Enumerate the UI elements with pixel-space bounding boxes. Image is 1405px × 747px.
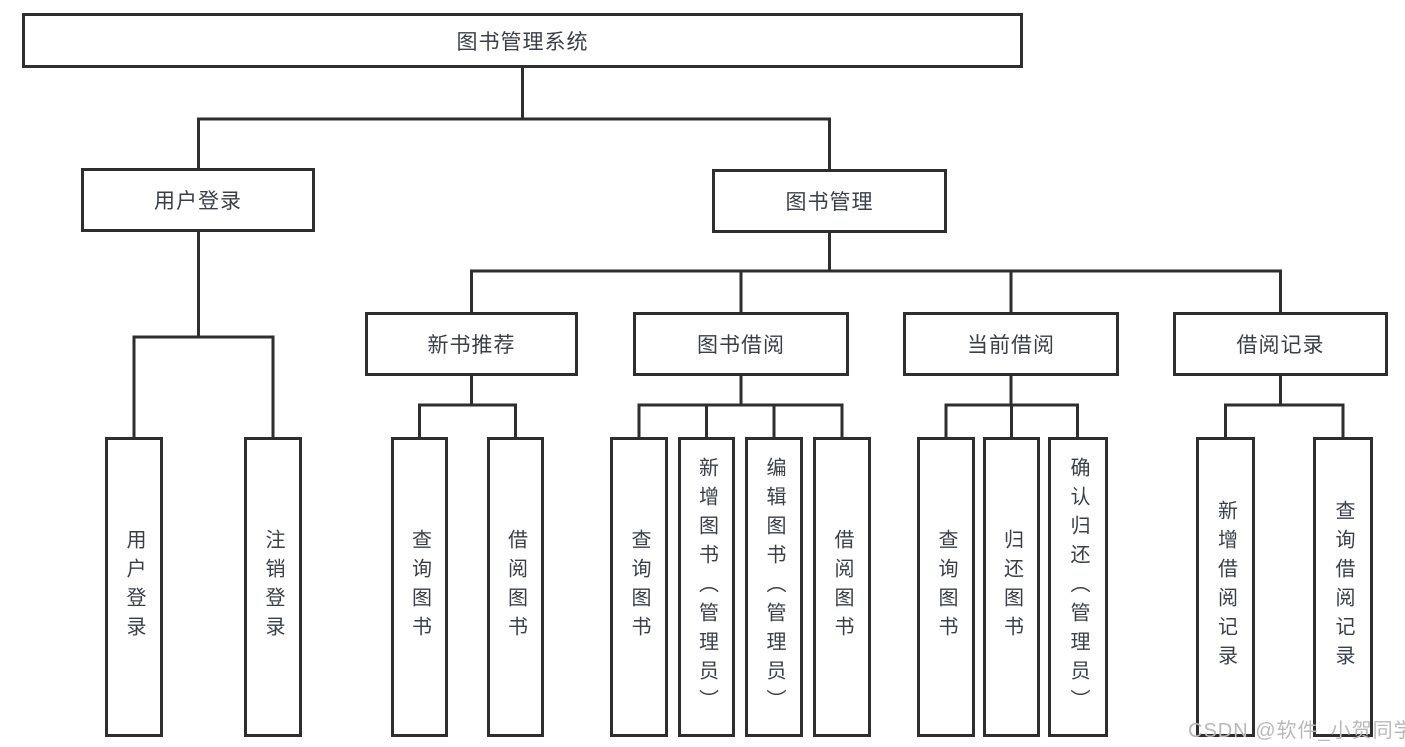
leaf-borrow-books: 借阅图书 — [813, 437, 871, 737]
node-label: 图书借阅 — [697, 334, 785, 357]
leaf-query-books-recommend: 查询图书 — [391, 437, 448, 737]
leaf-confirm-return-admin: 确认归还（管理员） — [1048, 437, 1108, 737]
node-borrowing-records: 借阅记录 — [1173, 312, 1388, 376]
node-book-borrowing: 图书借阅 — [633, 312, 849, 376]
leaf-add-books-admin: 新增图书（管理员） — [678, 437, 735, 737]
node-label: 确认归还（管理员） — [1067, 456, 1089, 718]
leaf-user-login: 用户登录 — [105, 437, 163, 737]
node-book-management: 图书管理 — [712, 169, 947, 233]
node-label: 注销登录 — [262, 529, 284, 645]
leaf-borrow-books-recommend: 借阅图书 — [487, 437, 544, 737]
node-label: 借阅图书 — [831, 529, 853, 645]
leaf-edit-books-admin: 编辑图书（管理员） — [745, 437, 803, 737]
leaf-query-borrow-record: 查询借阅记录 — [1313, 437, 1373, 737]
node-label: 当前借阅 — [967, 334, 1055, 357]
node-label: 借阅图书 — [504, 529, 527, 645]
leaf-return-books: 归还图书 — [983, 437, 1040, 737]
leaf-logout: 注销登录 — [244, 437, 302, 737]
leaf-query-books-current: 查询图书 — [917, 437, 975, 737]
node-label: 新增借阅记录 — [1214, 500, 1237, 674]
watermark: CSDN @软件_小贺同学 — [1188, 720, 1405, 742]
node-label: 归还图书 — [1000, 529, 1023, 645]
node-label: 图书管理系统 — [456, 30, 589, 54]
node-label: 查询图书 — [628, 529, 650, 645]
node-label: 编辑图书（管理员） — [763, 456, 785, 718]
node-label: 用户登录 — [123, 529, 145, 645]
node-label: 查询图书 — [935, 529, 957, 645]
node-label: 新书推荐 — [427, 334, 516, 357]
node-current-borrowing: 当前借阅 — [903, 312, 1119, 376]
node-label: 借阅记录 — [1236, 334, 1325, 357]
node-label: 查询借阅记录 — [1332, 500, 1354, 674]
leaf-query-books-borrowing: 查询图书 — [610, 437, 668, 737]
node-library-management-system: 图书管理系统 — [22, 13, 1023, 68]
node-user-login: 用户登录 — [81, 168, 315, 232]
node-label: 新增图书（管理员） — [695, 456, 718, 718]
node-label: 图书管理 — [785, 191, 874, 214]
node-label: 查询图书 — [408, 529, 431, 645]
leaf-add-borrow-record: 新增借阅记录 — [1196, 437, 1255, 737]
node-label: 用户登录 — [154, 190, 242, 213]
node-new-book-recommend: 新书推荐 — [365, 312, 578, 376]
